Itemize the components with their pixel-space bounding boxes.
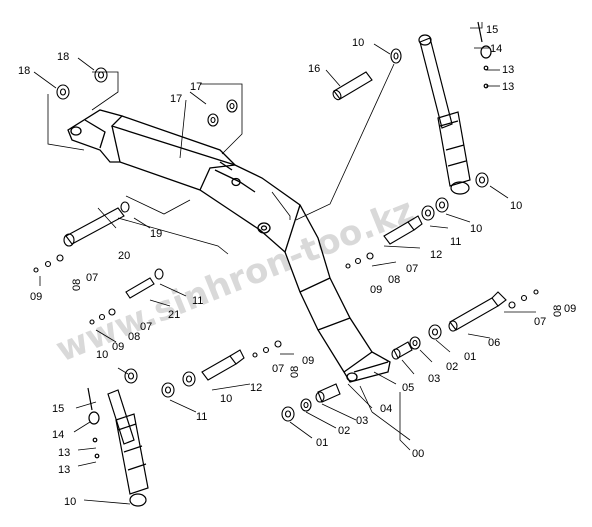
callout-08-right: 08: [388, 274, 400, 286]
callout-10-right-a: 10: [470, 223, 482, 235]
callout-16: 16: [308, 63, 320, 75]
callout-10-right-b: 10: [510, 200, 522, 212]
callout-10-top: 10: [352, 37, 364, 49]
callout-09-mid: 09: [112, 341, 124, 353]
callout-02-right: 02: [446, 361, 458, 373]
callout-07-right: 07: [406, 263, 418, 275]
callout-labels: 15 14 13 13 10 16 18 18 17 17 19 20 07 0…: [18, 24, 576, 508]
callout-08-lower: 08: [289, 366, 301, 378]
callout-14-lower: 14: [52, 429, 64, 441]
callout-09-lower: 09: [302, 355, 314, 367]
callout-12-right: 12: [430, 249, 442, 261]
callout-07-far-right: 07: [534, 316, 546, 328]
callout-10-bottom: 10: [64, 496, 76, 508]
callout-02-lower: 02: [338, 425, 350, 437]
callout-21: 21: [168, 309, 180, 321]
callout-18-left: 18: [18, 65, 30, 77]
callout-10-left-mid: 10: [96, 349, 108, 361]
cylinder-upper: [418, 21, 492, 195]
callout-17-left: 17: [170, 93, 182, 105]
leader-lines: [33, 22, 536, 505]
component-shapes: [33, 48, 539, 422]
callout-19: 19: [150, 228, 162, 240]
callout-07-mid: 07: [140, 321, 152, 333]
cylinder-lower: [87, 387, 149, 507]
callout-09-right: 09: [370, 284, 382, 296]
boom-body: [67, 109, 391, 383]
callout-18-right: 18: [57, 51, 69, 63]
callout-10-lower: 10: [220, 393, 232, 405]
callout-13-top-b: 13: [502, 81, 514, 93]
callout-09-far-right: 09: [564, 303, 576, 315]
callout-15-top: 15: [486, 24, 498, 36]
callout-01-lower: 01: [316, 437, 328, 449]
callout-00: 00: [412, 448, 424, 460]
callout-08-far-right: 08: [552, 305, 564, 317]
callout-06: 06: [488, 337, 500, 349]
callout-11-mid: 11: [192, 295, 203, 307]
callout-07-left: 07: [86, 272, 98, 284]
callout-12-lower: 12: [250, 382, 262, 394]
callout-09-left: 09: [30, 291, 42, 303]
callout-11-right: 11: [450, 236, 461, 248]
callout-08-left: 08: [71, 279, 83, 291]
callout-13-top-a: 13: [502, 64, 514, 76]
callout-08-mid: 08: [128, 331, 140, 343]
callout-20: 20: [118, 250, 130, 262]
callout-14-top: 14: [490, 43, 502, 55]
callout-15-lower: 15: [52, 403, 64, 415]
callout-03-right: 03: [428, 373, 440, 385]
callout-07-lower: 07: [272, 363, 284, 375]
callout-17-right: 17: [190, 81, 202, 93]
callout-11-lower: 11: [196, 411, 207, 423]
callout-03-lower: 03: [356, 415, 368, 427]
callout-01-right: 01: [464, 351, 476, 363]
callout-13-lower-b: 13: [58, 464, 70, 476]
callout-04: 04: [380, 403, 392, 415]
callout-05: 05: [402, 382, 414, 394]
callout-13-lower-a: 13: [58, 447, 70, 459]
